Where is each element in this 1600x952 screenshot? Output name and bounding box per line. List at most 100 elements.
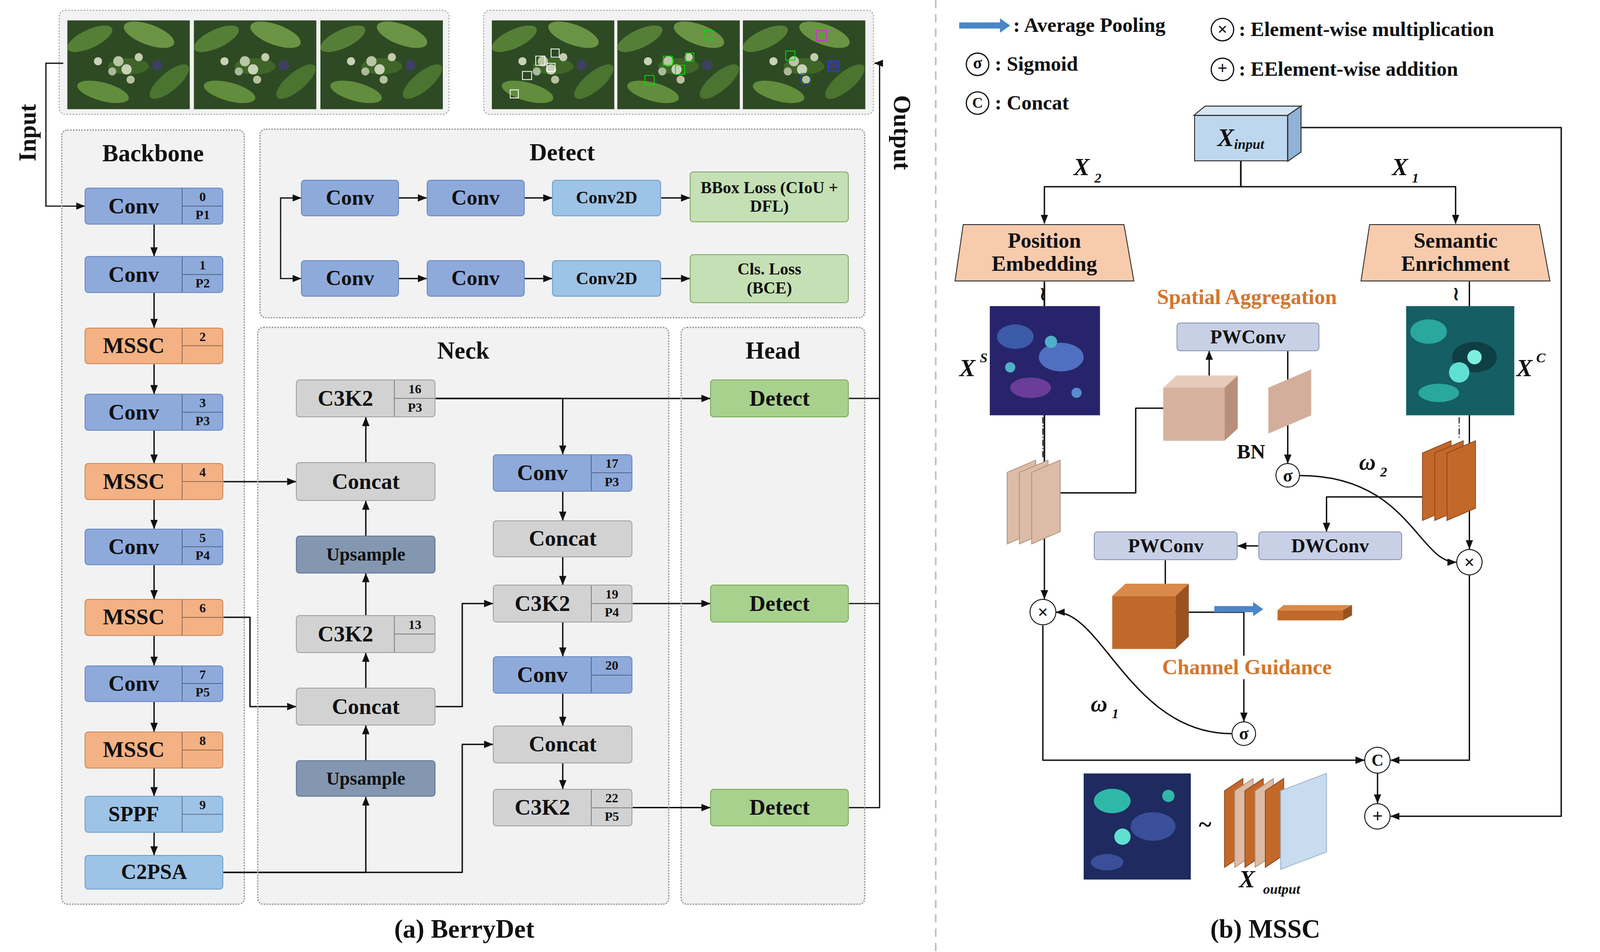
connector: [153, 636, 155, 666]
box-label: Cls. Loss (BCE): [725, 259, 814, 298]
box-label-area: Detect: [711, 380, 848, 417]
panel-title-row: Detect: [260, 139, 865, 166]
detection-boxes: [644, 75, 655, 85]
box-label: SPPF: [108, 803, 160, 827]
index-cell: 22P5: [590, 790, 632, 827]
scale-label: P2: [195, 276, 210, 291]
operator-symbol: C: [1371, 752, 1384, 769]
detection-boxes: [663, 55, 673, 66]
box-label: DWConv: [1291, 535, 1369, 557]
subfigure-caption: (b) MSSC: [1210, 915, 1321, 945]
norm-label: BN: [1237, 441, 1266, 464]
operator-circle: ×: [1029, 599, 1056, 626]
layer-box: Concat: [295, 462, 436, 502]
layer-box: Conv2D: [551, 179, 662, 217]
box-label-area: C3K2: [296, 380, 394, 417]
heatmap: [1406, 306, 1515, 416]
tilde-mark: ≀: [1452, 283, 1460, 305]
scale-half: P3: [182, 411, 223, 430]
layer-index: 20: [605, 658, 619, 674]
output-heatmap: [1093, 789, 1131, 814]
box-label: Concat: [528, 526, 597, 552]
box-label: Concat: [331, 469, 400, 495]
box-label-area: Concat: [296, 688, 435, 725]
input-photos: [190, 16, 321, 110]
connector: [365, 501, 367, 536]
box-label: Detect: [749, 591, 810, 617]
output-subscript: output: [1262, 881, 1300, 897]
index-cell: 16P3: [393, 380, 435, 417]
scale-half: P4: [591, 603, 632, 622]
branch-subscript: 2: [1094, 170, 1102, 186]
index-cell: 7P5: [181, 666, 223, 702]
layer-index: 3: [199, 396, 206, 411]
index-half: 2: [182, 328, 223, 346]
feature-maps: [1446, 441, 1476, 521]
scale-half: [182, 749, 223, 768]
scale-half: [182, 814, 223, 833]
scale-label: P3: [604, 475, 620, 490]
output-stack: [1280, 773, 1327, 871]
tilde-mark: ≀: [1039, 283, 1047, 305]
box-label-area: C3K2: [493, 585, 591, 622]
connector: [365, 417, 367, 463]
connector: [562, 622, 564, 657]
layer-box: MSSC6: [84, 599, 224, 636]
output-heatmap: [1130, 812, 1176, 842]
connector: [524, 197, 553, 199]
box-label: BBox Loss (CIoU + DFL): [692, 178, 846, 216]
panel-title-row: Backbone: [62, 140, 244, 167]
scale-half: P5: [591, 807, 632, 827]
layer-box: C3K219P4: [492, 584, 633, 623]
index-cell: 0P1: [181, 188, 223, 224]
tensor-box-faces: [1194, 106, 1302, 162]
input-photos: [63, 16, 195, 110]
panel-fill: [257, 326, 670, 906]
detection-boxes: [546, 63, 556, 72]
tilde-mark: ~: [1198, 811, 1212, 838]
box-label-area: Upsample: [296, 761, 435, 797]
legend-symbol: +: [1217, 58, 1228, 79]
layer-box: MSSC2: [84, 327, 224, 365]
box-label: C3K2: [317, 386, 374, 411]
branch-subscript: 1: [1411, 170, 1419, 186]
scale-label: P3: [407, 400, 423, 416]
legend-text: : Average Pooling: [1013, 14, 1166, 37]
connector: [153, 768, 155, 797]
box-label: Conv2D: [576, 188, 638, 208]
module-label: Semantic Enrichment: [1386, 229, 1526, 276]
index-half: 4: [182, 464, 223, 482]
legend-sample: [1211, 18, 1234, 42]
tensor-symbol: X: [1217, 124, 1234, 152]
detection-boxes: [551, 49, 560, 58]
subfigure-caption: (a) BerryDet: [394, 915, 535, 945]
box-label-area: BBox Loss (CIoU + DFL): [690, 172, 848, 222]
operator-circle: +: [1364, 803, 1391, 830]
pooled-vector: [1277, 605, 1353, 621]
box-label: Conv: [108, 194, 160, 219]
scale-label: P4: [195, 548, 210, 564]
layer-box: Conv: [426, 260, 525, 297]
detection-boxes: [535, 55, 546, 66]
box-label: PWConv: [1127, 535, 1204, 557]
box-label-area: C3K2: [296, 616, 394, 653]
legend-sample: [959, 18, 1011, 33]
tensor-subscript: input: [1234, 136, 1265, 152]
output-label: X: [1238, 866, 1256, 894]
box-label-area: Conv: [493, 657, 591, 694]
box-label: Conv: [108, 534, 160, 560]
conv-box: PWConv: [1176, 322, 1320, 352]
index-cell: 17P3: [590, 455, 632, 492]
module-trapezoid: Semantic Enrichment: [1360, 223, 1551, 282]
trapezoid-outline: [1360, 224, 1551, 281]
detection-boxes: [816, 30, 827, 41]
scale-half: [394, 633, 435, 653]
layer-index: 6: [199, 601, 206, 616]
detect-box: Detect: [710, 584, 849, 623]
index-half: 13: [394, 616, 435, 634]
connector: [153, 364, 155, 394]
side-label: Output: [888, 95, 916, 171]
connector: [562, 557, 564, 586]
legend-text: : Sigmoid: [994, 53, 1079, 76]
layer-index: 0: [199, 190, 206, 205]
